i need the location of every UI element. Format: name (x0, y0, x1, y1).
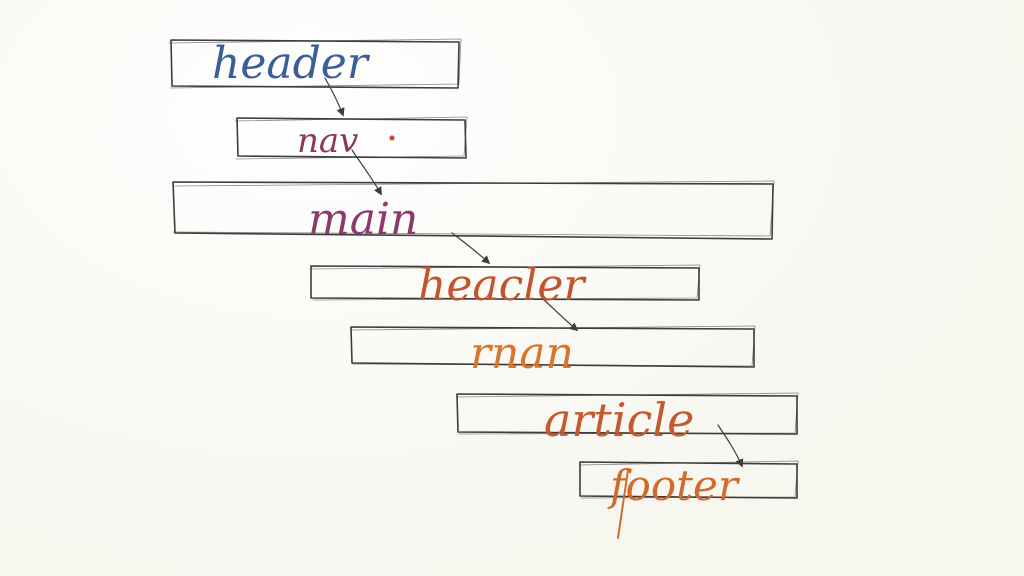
nav-dot (389, 135, 395, 141)
main-box (172, 180, 775, 240)
nav-box (234, 116, 468, 160)
inner-header-box (309, 264, 701, 301)
arrow-header-to-nav (324, 77, 345, 117)
inner-header-label: heacler (418, 260, 587, 311)
article-label: article (544, 393, 694, 447)
arrow-article-to-footer (717, 424, 744, 468)
footer-box (578, 460, 799, 499)
inner-main-label: rnan (470, 328, 574, 379)
arrow-main-to-header (451, 232, 491, 265)
header-label: header (212, 38, 371, 89)
footer-tail-stroke (617, 469, 629, 539)
footer-label: footer (607, 461, 741, 510)
header-box (168, 38, 462, 89)
arrow-nav-to-main (351, 149, 382, 196)
arrow-header-to-main (541, 297, 579, 332)
inner-main-box (349, 325, 756, 368)
article-box (455, 392, 799, 435)
nav-label: nav (297, 121, 358, 161)
main-label: main (308, 194, 418, 245)
